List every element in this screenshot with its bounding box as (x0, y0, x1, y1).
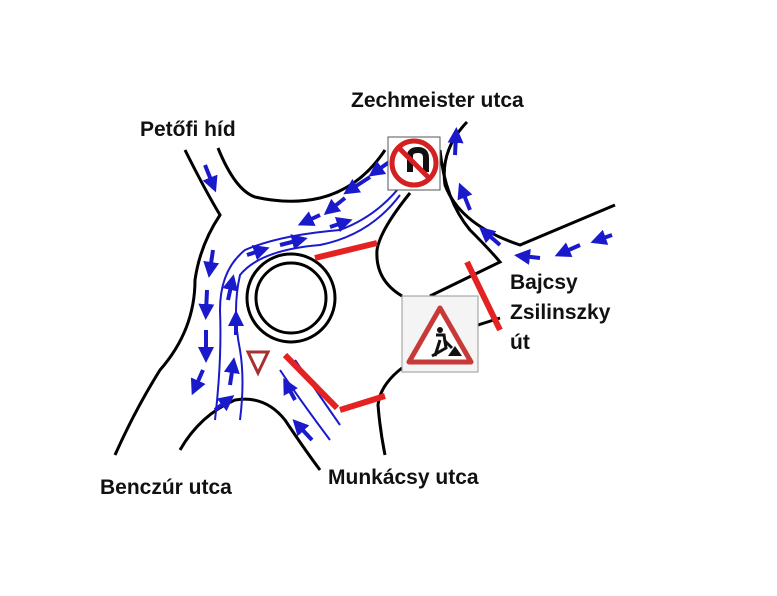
label-bajcsy-2: Zsilinszky (510, 301, 611, 324)
no-u-turn-sign-icon (387, 136, 441, 191)
label-benczur-utca: Benczúr utca (100, 476, 232, 499)
closure-bars (282, 240, 503, 413)
traffic-arrows (190, 127, 613, 442)
label-munkacsy-utca: Munkácsy utca (328, 466, 479, 489)
label-bajcsy-1: Bajcsy (510, 271, 578, 294)
roadworks-sign-icon (401, 295, 479, 373)
label-petofi-hid: Petőfi híd (140, 118, 236, 141)
label-bajcsy-3: út (510, 331, 530, 354)
yield-sign-icon (245, 350, 271, 377)
label-zechmeister-utca: Zechmeister utca (351, 89, 524, 112)
